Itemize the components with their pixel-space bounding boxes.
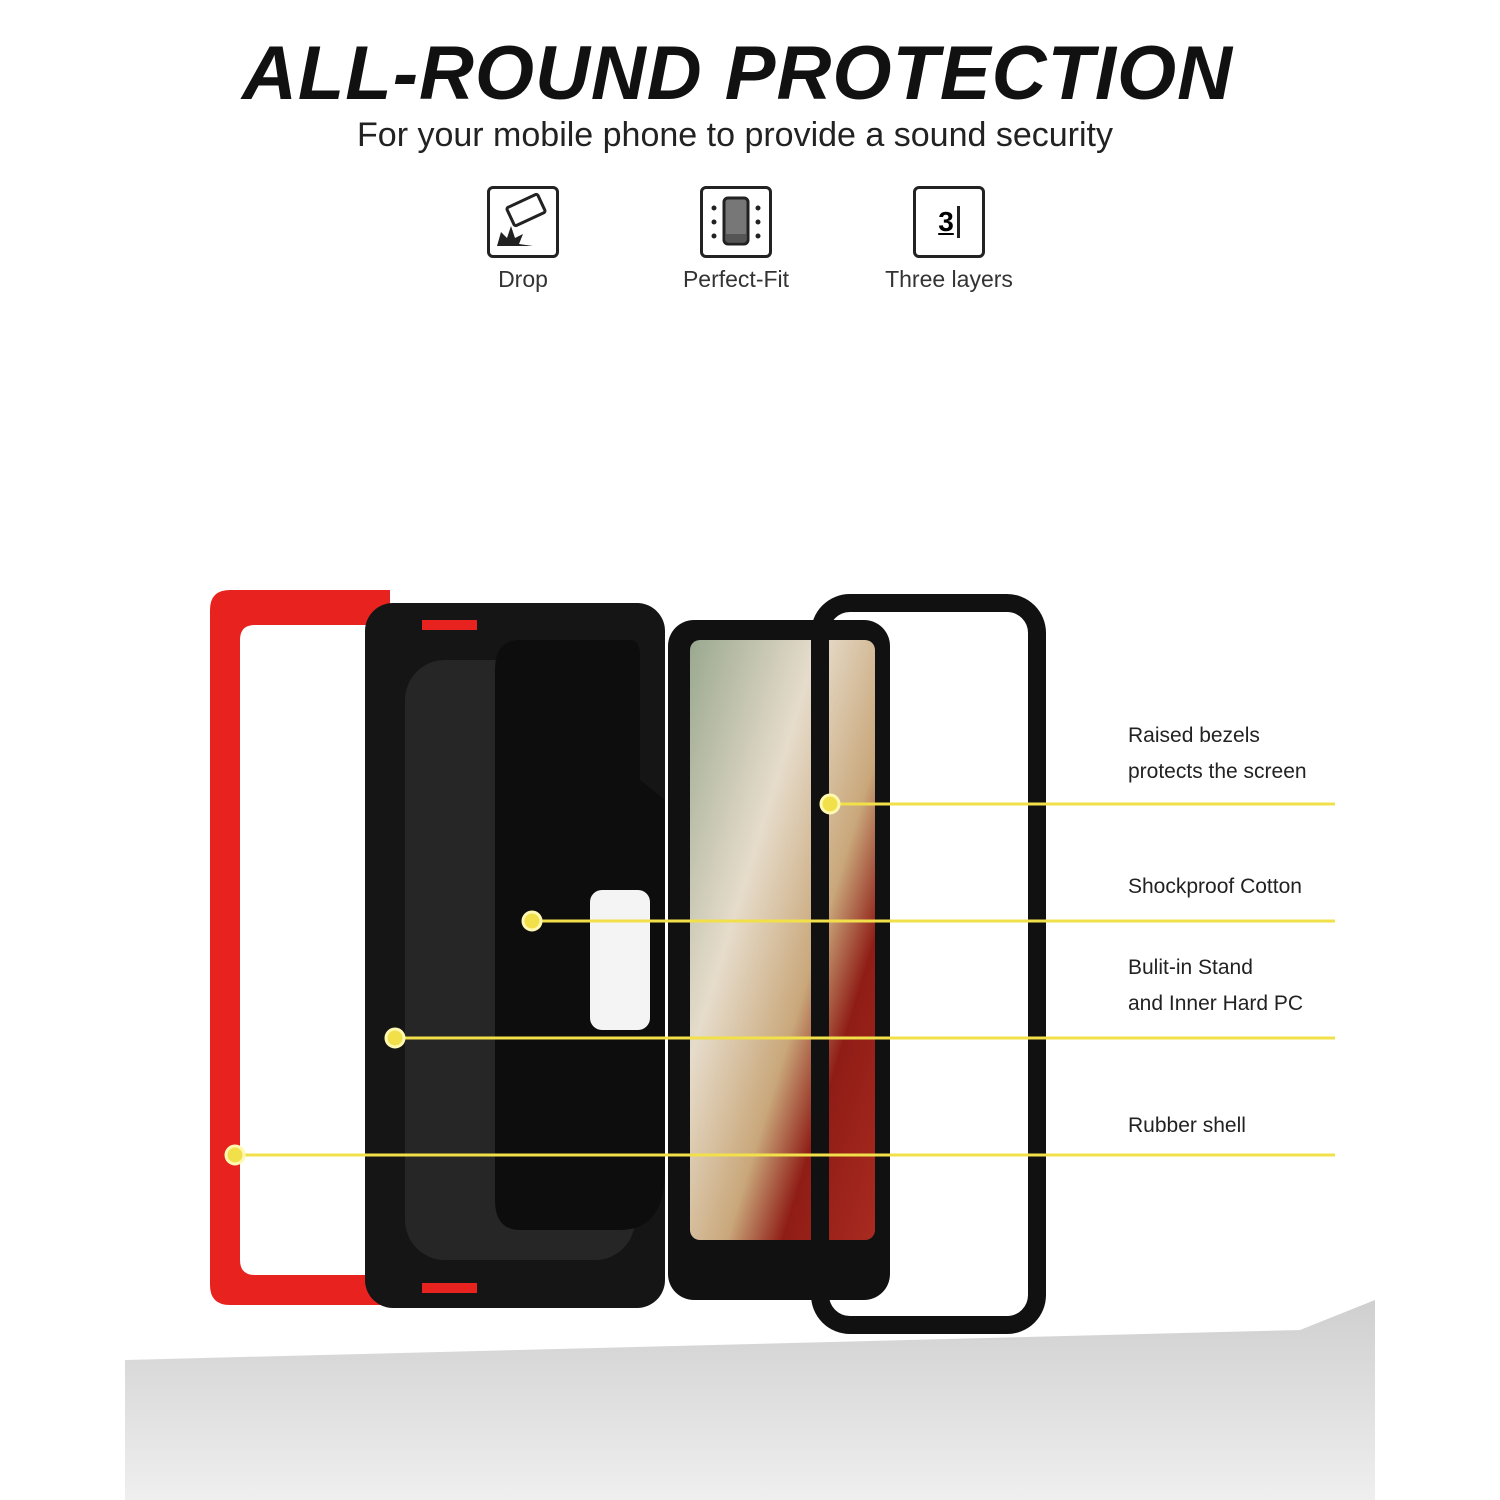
page-title: ALL-ROUND PROTECTION: [241, 31, 1234, 116]
drop-icon: [487, 186, 559, 258]
feature-three-layers: 3 Three layers: [849, 186, 1049, 293]
three-layers-icon: 3: [913, 186, 985, 258]
feature-label: Drop: [498, 266, 548, 292]
floor-surface: [125, 1300, 1375, 1500]
feature-label: Three layers: [885, 266, 1013, 292]
callout-text: Bulit-in Stand: [1128, 956, 1253, 979]
feature-label: Perfect-Fit: [682, 266, 790, 292]
raised-bezel-frame: [811, 594, 1046, 1334]
callout-raised-bezels: Raised bezels protects the screen: [1128, 718, 1307, 790]
three-layers-icon-text: 3: [938, 206, 960, 238]
shockproof-cotton: [495, 640, 665, 1230]
callout-text: Raised bezels: [1128, 724, 1260, 747]
callout-built-in-stand: Bulit-in Stand and Inner Hard PC: [1128, 950, 1303, 1022]
callout-text: Rubber shell: [1128, 1114, 1246, 1137]
feature-perfect-fit: Perfect-Fit: [636, 186, 836, 293]
feature-drop: Drop: [423, 186, 623, 293]
callout-shockproof-cotton: Shockproof Cotton: [1128, 869, 1302, 905]
rubber-shell: [210, 590, 400, 1305]
callout-dot: [384, 1027, 406, 1049]
callout-text: Shockproof Cotton: [1128, 875, 1302, 898]
perfect-fit-icon: [700, 186, 772, 258]
callout-dot: [521, 910, 543, 932]
callout-dot: [819, 793, 841, 815]
callout-rubber-shell: Rubber shell: [1128, 1108, 1246, 1144]
page-subtitle: For your mobile phone to provide a sound…: [357, 116, 1113, 154]
callout-dot: [224, 1144, 246, 1166]
callout-text: and Inner Hard PC: [1128, 992, 1304, 1015]
callout-text: protects the screen: [1128, 760, 1307, 783]
